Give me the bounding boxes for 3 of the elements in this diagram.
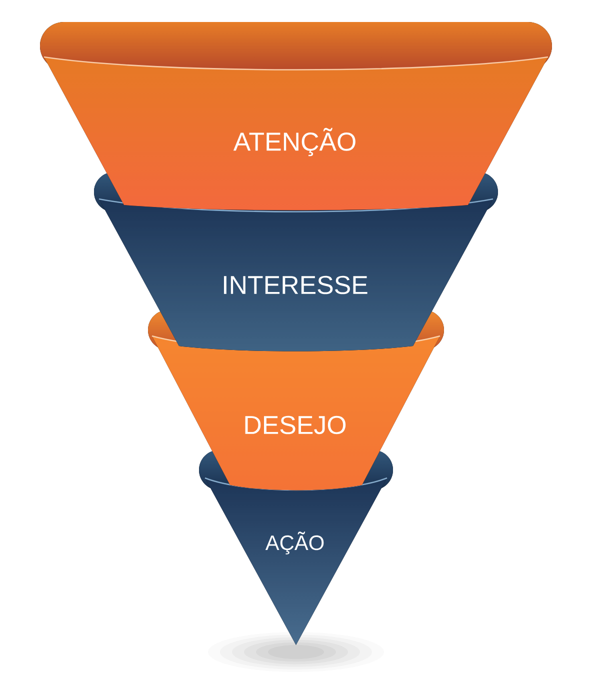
funnel-segment: INTERESSE	[94, 172, 498, 352]
funnel-segment: AÇÃO	[199, 450, 393, 645]
funnel-segment: ATENÇÃO	[40, 22, 552, 210]
